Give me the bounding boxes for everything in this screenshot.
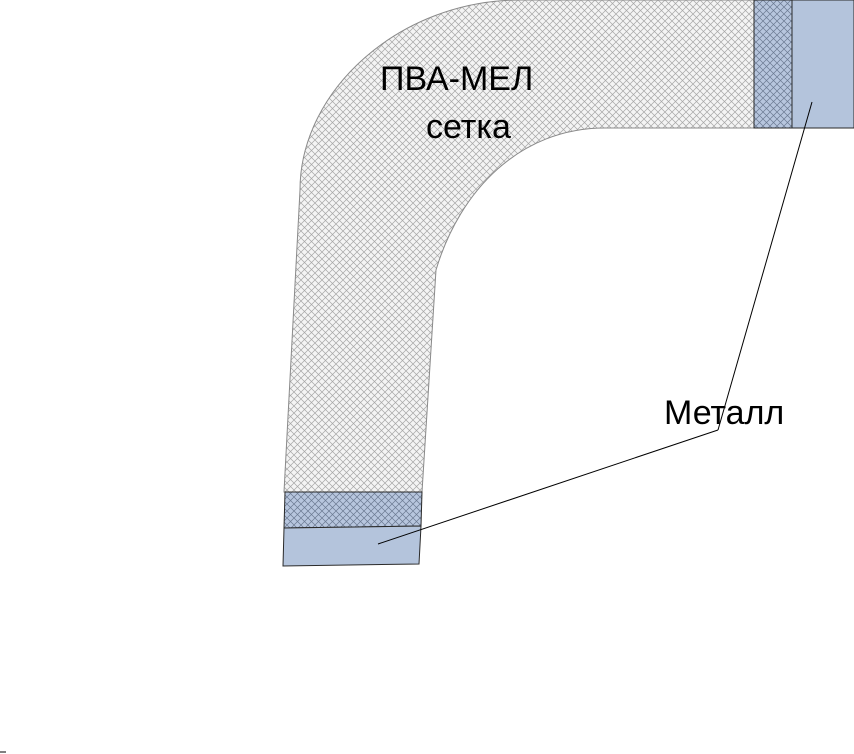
metal-pipe-top [791,0,854,129]
mesh-overlap-bottom [283,491,423,529]
metal-pipe-bottom [282,525,422,567]
mesh-layer-bend [283,0,755,493]
leader-line-bottom [377,429,719,545]
setka-label: сетка [426,108,511,146]
pva-mel-label: ПВА-МЕЛ [380,60,534,98]
mesh-overlap-top [753,0,793,129]
leader-line-top [717,101,813,431]
metall-label: Металл [664,394,785,432]
